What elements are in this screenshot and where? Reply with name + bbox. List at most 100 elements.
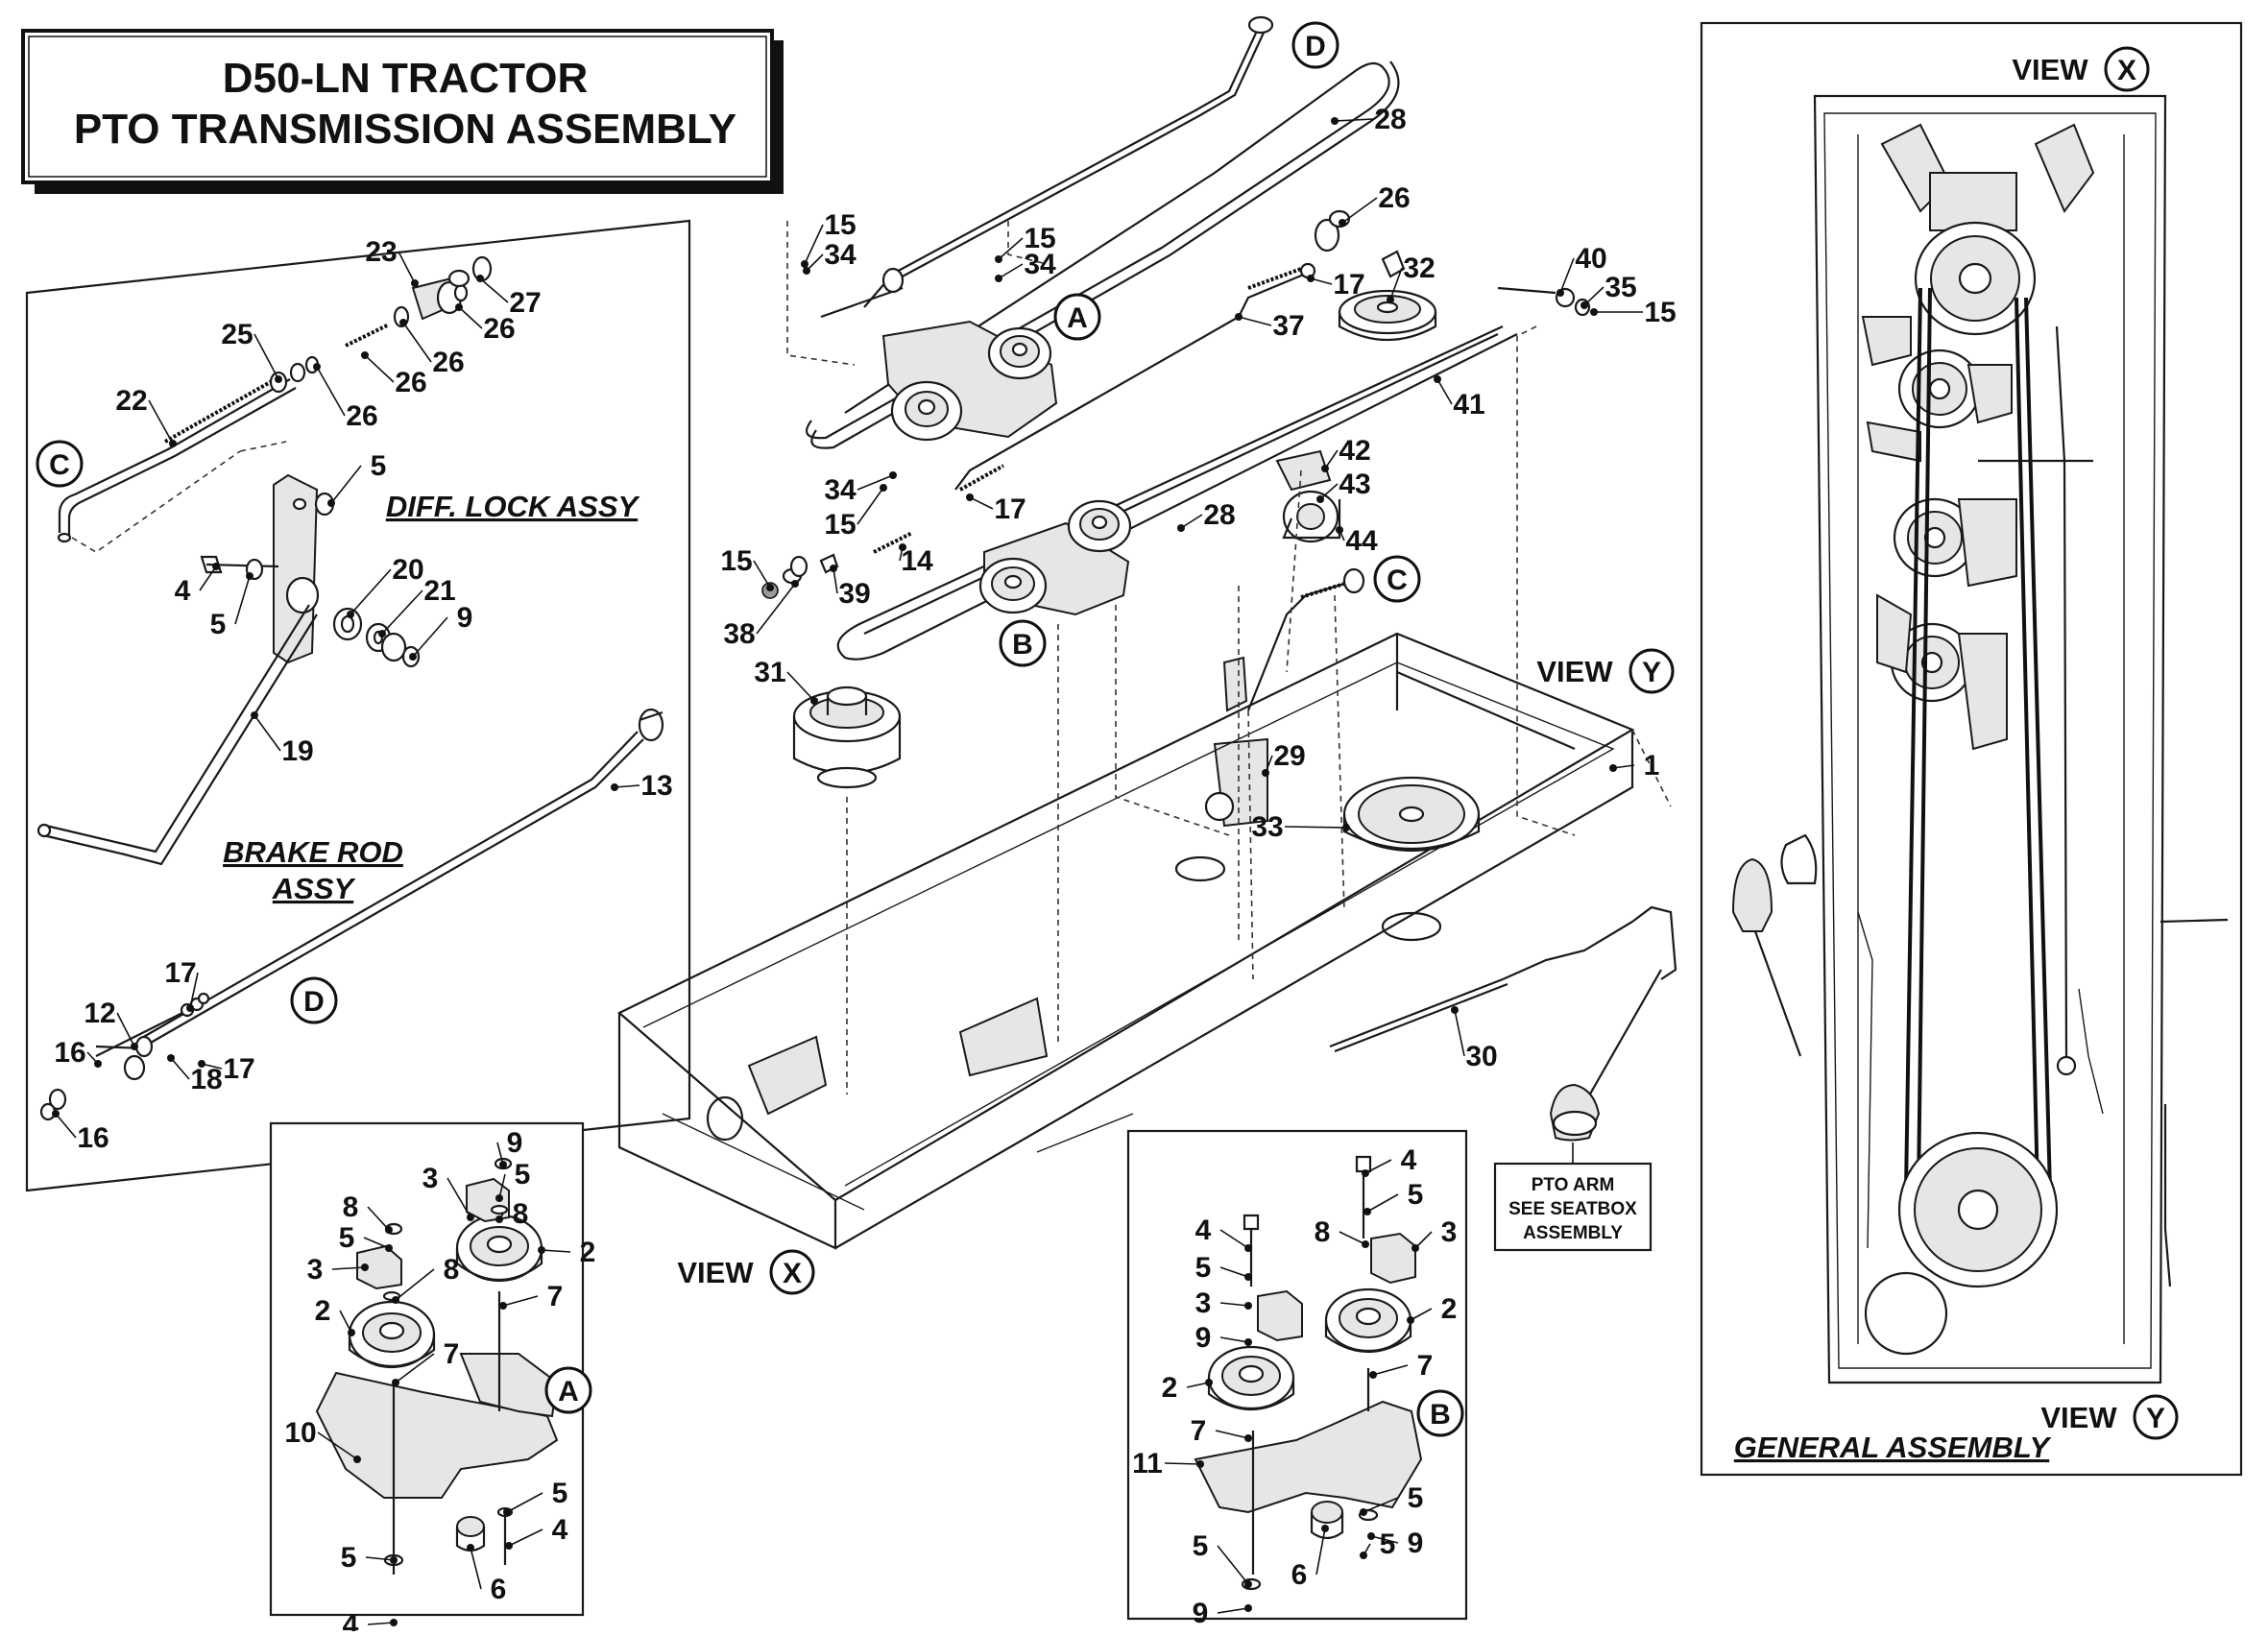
leader-line: [367, 1206, 390, 1231]
leader-line: [331, 1266, 366, 1270]
part-callout-13: 13: [640, 770, 672, 802]
leader-line: [350, 568, 392, 615]
leader-dot: [791, 580, 799, 588]
title-line-2: PTO TRANSMISSION ASSEMBLY: [74, 106, 736, 153]
leader-line: [367, 1622, 395, 1625]
lever-29: [1204, 656, 1268, 828]
leader-dot: [1411, 1244, 1419, 1252]
reference-circle-b: [999, 619, 1047, 667]
leader-dot: [810, 697, 818, 705]
leader-line: [508, 1528, 543, 1547]
part-callout-5: 5: [552, 1478, 568, 1509]
part-callout-10: 10: [284, 1417, 316, 1449]
reference-circle-a: [1053, 293, 1101, 341]
section-title-brake-rod-line2: ASSY: [272, 872, 357, 905]
leader-line: [412, 616, 448, 658]
part-callout-15: 15: [824, 509, 856, 541]
part-callout-2: 2: [1162, 1372, 1178, 1404]
leader-dot: [803, 267, 810, 275]
leader-line: [1217, 1607, 1249, 1614]
leader-line: [1389, 267, 1403, 301]
view-label-x: VIEW: [677, 1256, 754, 1289]
general-assembly-panel: [1700, 21, 2243, 1477]
leader-dot: [1434, 375, 1441, 383]
part-callout-2: 2: [1441, 1293, 1458, 1325]
leader-dot: [94, 1060, 102, 1068]
leader-dot: [313, 363, 321, 371]
part-callout-4: 4: [343, 1609, 359, 1631]
leader-dot: [198, 1060, 205, 1068]
leader-line: [317, 1432, 358, 1460]
part-callout-9: 9: [457, 602, 473, 634]
leader-dot: [830, 565, 837, 572]
view-label-y: VIEW: [2040, 1401, 2117, 1434]
leader-dot: [499, 1161, 507, 1168]
inset-b: [1126, 1129, 1468, 1621]
leader-line: [148, 399, 174, 445]
leader-line: [857, 474, 894, 491]
leader-line: [998, 237, 1024, 260]
leader-line: [170, 1057, 190, 1080]
leader-line: [1363, 1497, 1399, 1513]
leader-line: [1366, 1193, 1399, 1213]
leader-line: [253, 333, 279, 380]
leader-line: [786, 671, 815, 702]
leader-line: [1284, 826, 1347, 829]
pulley-32: [1338, 289, 1437, 341]
leader-dot: [392, 1379, 399, 1386]
leader-line: [1436, 378, 1453, 405]
leader-line: [381, 589, 423, 635]
leader-line: [1219, 1336, 1249, 1343]
part-callout-3: 3: [422, 1163, 439, 1194]
leader-line: [753, 560, 771, 589]
leader-dot: [495, 1215, 503, 1223]
leader-dot: [385, 1226, 393, 1234]
part-callout-15: 15: [1644, 297, 1676, 328]
part-callout-4: 4: [1401, 1144, 1417, 1176]
brake-rod: [36, 604, 318, 866]
reference-circle-c: [36, 440, 84, 488]
leader-dot: [1407, 1316, 1414, 1324]
leader-line: [398, 251, 416, 284]
leader-dot: [1244, 1302, 1252, 1310]
leader-dot: [390, 1619, 398, 1626]
view-circle-x: [2104, 46, 2150, 92]
part-callout-32: 32: [1403, 253, 1435, 284]
leader-dot: [1244, 1244, 1252, 1252]
leader-dot: [499, 1302, 507, 1310]
leader-line: [402, 322, 432, 363]
leader-dot: [611, 783, 618, 791]
part-callout-7: 7: [444, 1338, 460, 1370]
leaders-layer: [52, 117, 1643, 1626]
part-callout-26: 26: [1378, 182, 1410, 214]
view-circle-y: [2133, 1394, 2179, 1440]
leader-dot: [1590, 308, 1598, 316]
part-callout-2: 2: [580, 1237, 596, 1268]
idler-assembly-a: [881, 320, 1058, 442]
leader-dot: [1360, 1508, 1367, 1516]
reference-circle-d: [1291, 21, 1339, 69]
note-line-3: ASSEMBLY: [1523, 1223, 1623, 1243]
leader-dot: [538, 1246, 545, 1254]
alignment-lines: [786, 221, 1672, 1095]
part-callout-5: 5: [341, 1542, 357, 1574]
reference-letter-b: B: [1012, 629, 1033, 661]
leader-line: [756, 583, 796, 635]
leader-dot: [1362, 1169, 1369, 1177]
leader-dot: [348, 1329, 355, 1336]
part-callout-20: 20: [392, 554, 423, 586]
leader-dot: [399, 319, 407, 326]
part-callout-34: 34: [824, 239, 857, 271]
leader-dot: [455, 303, 463, 311]
leader-line: [363, 1237, 390, 1249]
leader-dot: [1363, 1208, 1371, 1215]
part-callout-27: 27: [509, 287, 541, 319]
reference-letter-d: D: [1305, 31, 1326, 62]
part-callout-33: 33: [1251, 811, 1283, 843]
part-callout-25: 25: [221, 319, 253, 350]
part-callout-15: 15: [1024, 223, 1055, 254]
leader-dot: [1262, 769, 1269, 777]
part-callout-9: 9: [1408, 1528, 1424, 1559]
